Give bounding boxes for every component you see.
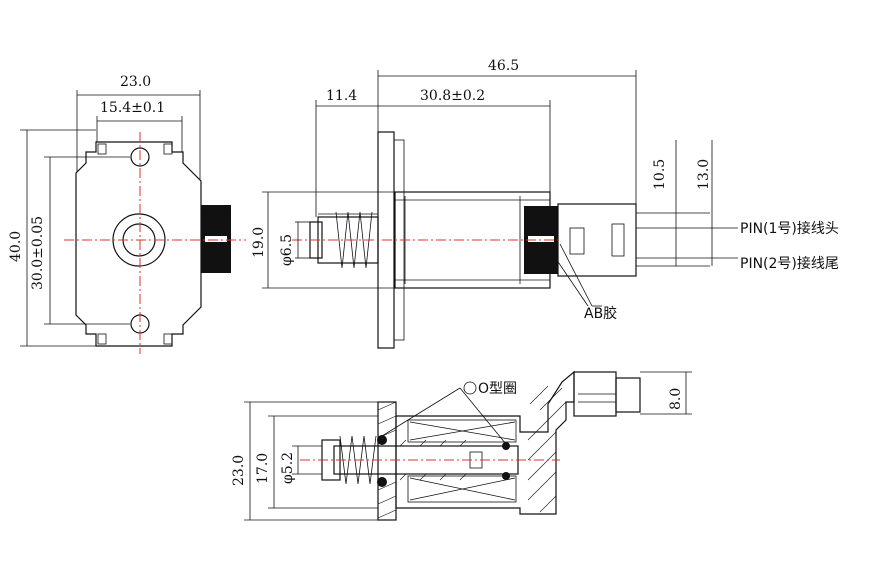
dim-front-hole-spacing: 15.4±0.1 xyxy=(100,100,165,116)
section-view: O型圈 23.0 17.0 φ5.2 8.0 xyxy=(231,370,692,521)
callout-pin1: PIN(1号)接线头 xyxy=(740,220,839,237)
dim-section-inner-height: 17.0 xyxy=(255,453,271,484)
dim-side-pin1-offset: 10.5 xyxy=(652,159,668,190)
dim-side-body-length: 30.8±0.2 xyxy=(420,88,485,104)
dim-side-body-height: 19.0 xyxy=(251,227,267,258)
dim-section-shaft-dia: φ5.2 xyxy=(280,452,296,484)
dim-front-height: 40.0 xyxy=(8,231,24,262)
dim-section-connector-height: 8.0 xyxy=(668,388,684,410)
side-view: 46.5 11.4 30.8±0.2 19.0 φ6.5 10.5 13.0 P… xyxy=(251,58,839,349)
dim-side-pin2-offset: 13.0 xyxy=(696,159,712,190)
dim-side-total-length: 46.5 xyxy=(488,58,519,74)
dim-front-mount-spacing: 30.0±0.05 xyxy=(30,216,46,290)
front-view: 23.0 15.4±0.1 40.0 30.0±0.05 xyxy=(8,74,246,354)
dim-side-plunger-length: 11.4 xyxy=(326,88,357,104)
callout-o-ring: O型圈 xyxy=(478,381,517,397)
dim-section-height: 23.0 xyxy=(231,455,247,486)
dim-side-plunger-dia: φ6.5 xyxy=(279,234,295,266)
dim-front-width: 23.0 xyxy=(120,74,151,90)
callout-pin2: PIN(2号)接线尾 xyxy=(740,255,839,272)
callout-ab-glue: AB胶 xyxy=(584,305,617,322)
